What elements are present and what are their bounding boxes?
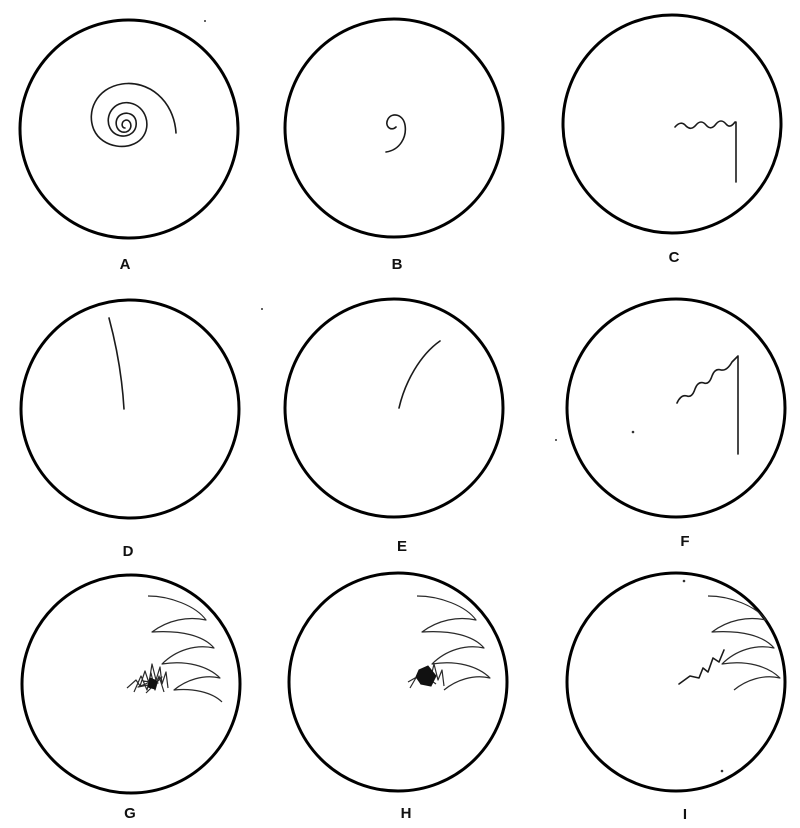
scope-circle-i xyxy=(567,573,785,791)
panel-d xyxy=(21,300,239,518)
trace-i-dot-top xyxy=(683,580,686,583)
panel-label-b: B xyxy=(392,256,403,273)
trace-i-tail xyxy=(679,650,724,684)
scope-circle-c xyxy=(563,15,781,233)
scope-circle-d xyxy=(21,300,239,518)
trace-b-curl xyxy=(386,115,405,152)
panel-label-f: F xyxy=(680,533,689,550)
trace-g-cluster xyxy=(127,664,168,693)
scope-circle-f xyxy=(567,299,785,517)
panel-label-g: G xyxy=(124,805,136,822)
panel-a xyxy=(20,20,238,238)
stray-speck-2 xyxy=(261,308,263,310)
trace-i-dot-bottom xyxy=(721,770,724,773)
trace-i-loops xyxy=(708,596,780,690)
scope-circle-h xyxy=(289,573,507,791)
scope-circle-e xyxy=(285,299,503,517)
trace-a-spiral xyxy=(91,83,176,146)
trace-f-wave xyxy=(677,356,738,454)
trace-c-wave xyxy=(675,121,736,182)
panel-i xyxy=(567,573,785,791)
stray-speck-1 xyxy=(204,20,206,22)
panel-label-e: E xyxy=(397,538,407,555)
stray-speck-3 xyxy=(555,439,557,441)
panel-f xyxy=(567,299,785,517)
panel-label-h: H xyxy=(401,805,412,822)
scope-circle-a xyxy=(20,20,238,238)
panel-b xyxy=(285,19,503,237)
trace-d-line xyxy=(109,318,124,409)
panel-label-d: D xyxy=(123,543,134,560)
trace-f-dot xyxy=(632,431,635,434)
trace-e-arc xyxy=(399,341,440,408)
panel-c xyxy=(563,15,781,233)
panel-label-i: I xyxy=(683,806,687,823)
panel-label-c: C xyxy=(669,249,680,266)
panel-e xyxy=(285,299,503,517)
panel-label-a: A xyxy=(120,256,131,273)
panel-g xyxy=(22,575,240,793)
panel-h xyxy=(289,573,507,791)
